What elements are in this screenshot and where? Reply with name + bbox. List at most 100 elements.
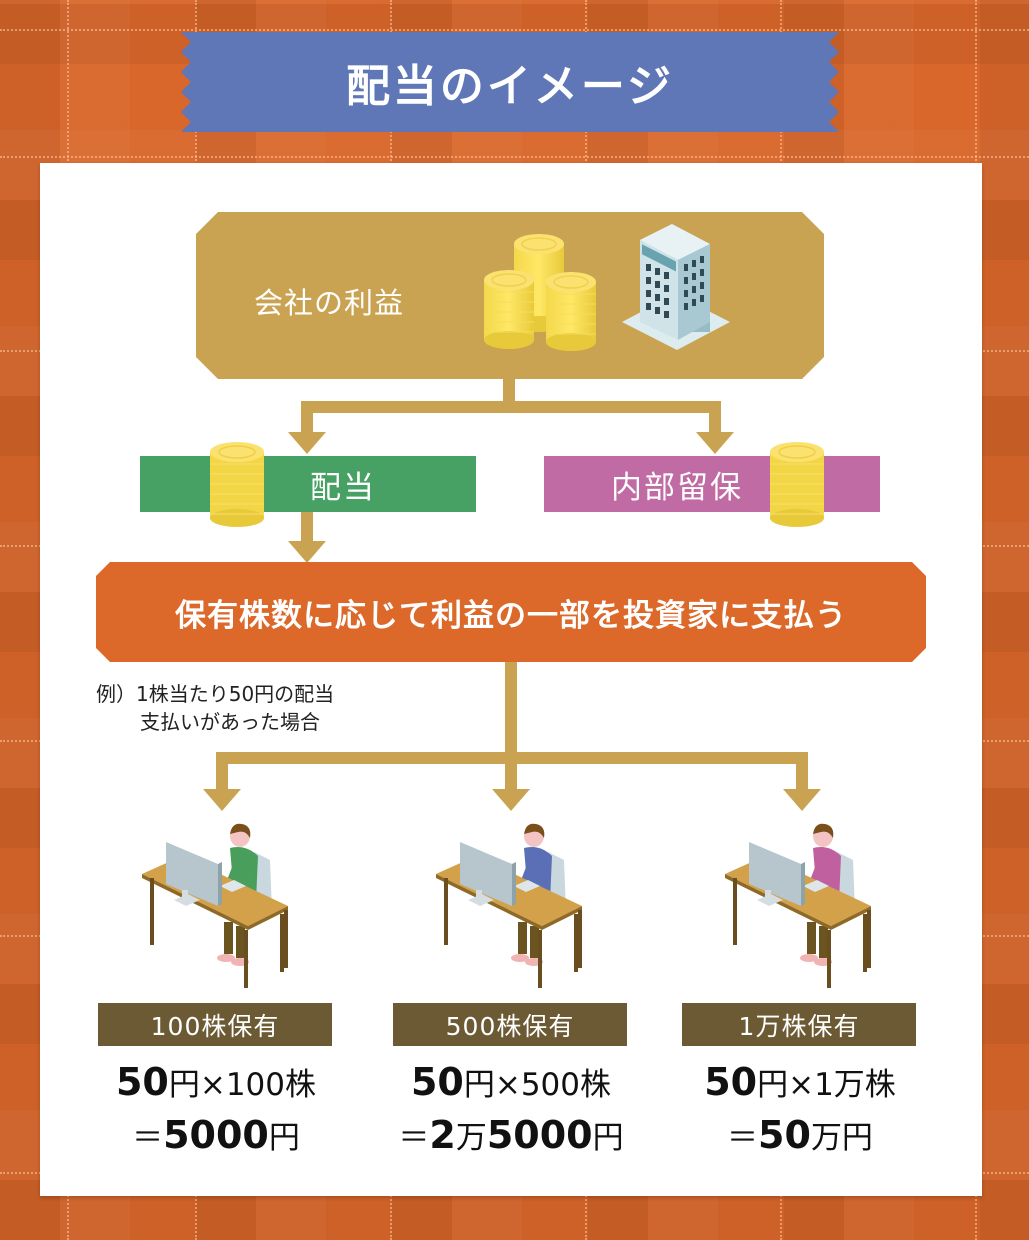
result-prefix-unit: 万 (455, 1120, 487, 1156)
illustration-shape (765, 890, 771, 900)
example-note: 例）1株当たり50円の配当 支払いがあった場合 (96, 680, 334, 736)
result-unit: 円 (592, 1120, 624, 1156)
payment-text: 保有株数に応じて利益の一部を投資家に支払う (175, 597, 847, 634)
calc-result: ＝5000円 (86, 1110, 346, 1160)
calc-result: ＝2万5000円 (381, 1110, 641, 1160)
yen-coin-stack-icon (484, 234, 596, 351)
illustration-shape (182, 890, 188, 900)
illustration-shape (511, 954, 529, 962)
connector-line (216, 752, 228, 790)
connector-line (709, 401, 721, 433)
illustration-shape (831, 906, 871, 930)
illustration-shape (867, 910, 871, 968)
connector-line (505, 752, 517, 790)
illustration-shape (757, 894, 783, 906)
shares-multiplier: ×500株 (494, 1067, 612, 1103)
page-title: 配当のイメージ (345, 61, 675, 112)
illustration-shape (230, 823, 251, 838)
company-profit-box: 会社の利益 (196, 212, 824, 379)
calc-formula: 50円×500株 (381, 1058, 641, 1106)
illustration-shape (524, 823, 545, 838)
illustration-shape (174, 894, 200, 906)
illustration-shape (248, 906, 288, 930)
illustration-shape (236, 926, 245, 958)
plaid-stitch (0, 156, 1029, 158)
connector-line (301, 401, 721, 413)
illustration-shape (476, 890, 482, 900)
connector-line (301, 401, 313, 433)
illustration-shape (468, 894, 494, 906)
title-banner: 配当のイメージ (181, 32, 839, 132)
equals-sign: ＝ (132, 1120, 164, 1156)
result-number: 5000 (486, 1113, 593, 1157)
illustration-shape (733, 878, 737, 938)
investor-at-desk-illustration (436, 823, 582, 988)
office-building-icon (622, 224, 730, 350)
connector-line (505, 662, 517, 762)
illustration-shape (538, 930, 542, 988)
illustration-shape (220, 880, 246, 892)
illustration-shape (244, 930, 248, 988)
holding-label: 1万株保有 (682, 1003, 916, 1046)
illustration-shape (280, 914, 284, 972)
plaid-stitch (0, 29, 1029, 31)
illustration-shape (518, 922, 527, 954)
arrow-down-icon (783, 789, 821, 811)
investor-at-desk-illustration (142, 823, 288, 988)
yen-unit: 円 (463, 1067, 495, 1103)
calc-result: ＝50万円 (670, 1110, 930, 1160)
result-prefix: 2 (429, 1113, 456, 1157)
dividend-calculation: 50円×500株 ＝2万5000円 (381, 1058, 641, 1160)
yen-unit: 円 (168, 1067, 200, 1103)
illustration-shape (803, 880, 829, 892)
illustration-shape (444, 878, 448, 938)
yen-coin-stack-icon (210, 442, 264, 527)
per-share-amount: 50 (410, 1060, 464, 1104)
holding-label: 100株保有 (98, 1003, 332, 1046)
illustration-shape (800, 954, 818, 962)
illustration-shape (819, 926, 828, 958)
per-share-amount: 50 (115, 1060, 169, 1104)
illustration-shape (827, 930, 831, 988)
illustration-shape (150, 878, 154, 938)
result-number: 5000 (163, 1113, 269, 1157)
dividend-calculation: 50円×1万株 ＝50万円 (670, 1058, 930, 1160)
arrow-down-icon (288, 432, 326, 454)
illustration-shape (578, 910, 582, 968)
illustration-shape (574, 914, 578, 972)
yen-coin-stack-icon (770, 442, 824, 527)
illustration-shape (217, 954, 235, 962)
result-number: 50 (758, 1113, 811, 1157)
illustration-shape (813, 823, 834, 838)
illustration-shape (218, 862, 222, 906)
payment-box: 保有株数に応じて利益の一部を投資家に支払う (96, 562, 926, 662)
dividend-bar: 配当 (140, 456, 476, 512)
illustration-shape (749, 842, 801, 906)
yen-unit: 円 (757, 1067, 789, 1103)
result-unit: 万円 (810, 1120, 873, 1156)
calc-formula: 50円×1万株 (670, 1058, 930, 1106)
illustration-shape (224, 922, 233, 954)
connector-line (301, 512, 313, 542)
illustration-shape (863, 914, 867, 972)
equals-sign: ＝ (398, 1120, 430, 1156)
dividend-calculation: 50円×100株 ＝5000円 (86, 1058, 346, 1160)
arrow-down-icon (288, 541, 326, 563)
illustration-shape (514, 880, 540, 892)
example-line-1: 例）1株当たり50円の配当 (96, 682, 335, 706)
holding-label: 500株保有 (393, 1003, 627, 1046)
per-share-amount: 50 (704, 1060, 758, 1104)
illustration-shape (512, 862, 516, 906)
investor-at-desk-illustration (725, 823, 871, 988)
retained-earnings-bar: 内部留保 (544, 456, 880, 512)
shares-multiplier: ×1万株 (788, 1067, 896, 1103)
connector-line (796, 752, 808, 790)
connector-line (503, 379, 515, 403)
illustration-shape (801, 862, 805, 906)
company-profit-label: 会社の利益 (254, 286, 405, 320)
arrow-down-icon (696, 432, 734, 454)
arrow-down-icon (492, 789, 530, 811)
illustration-shape (542, 906, 582, 930)
shares-multiplier: ×100株 (199, 1067, 317, 1103)
example-line-2: 支払いがあった場合 (140, 710, 320, 734)
